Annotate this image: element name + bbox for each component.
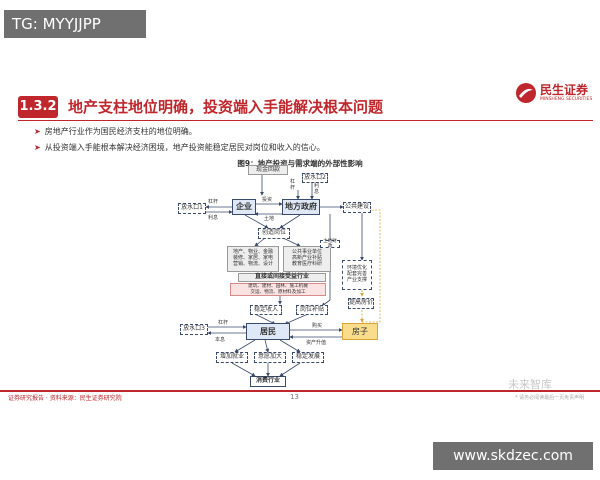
overlay-tg-label: TG: MYYJJPP — [4, 10, 146, 38]
edge-label-interest-v: 利 息 — [314, 183, 320, 195]
node-industry-list: 建筑、建材、园林、施工机械 交运、物流、原材料及加工 — [230, 283, 326, 296]
node-willing-spend: 意愿加大 — [254, 352, 286, 363]
node-consumer-industry: 消费行业 — [250, 376, 286, 387]
edge-label-leverage-3: 杠杆 — [218, 320, 229, 326]
node-leak-3: 放水口3 — [180, 324, 208, 335]
bullet-arrow-icon: ➤ — [34, 127, 41, 136]
node-leak-2: 放水口2 — [302, 173, 328, 183]
edge-label-purchase: 购买 — [312, 323, 323, 329]
edge-label-leverage-v: 杠 杆 — [290, 179, 296, 191]
bullet-text: 房地产行业作为国民经济支柱的地位明确。 — [44, 127, 197, 136]
bullet-text: 从投资端入手能根本解决经济困境，地产投资能稳定居民对岗位和收入的信心。 — [44, 143, 325, 152]
watermark-main: 未来智库 — [508, 378, 552, 391]
node-local-gov: 地方政府 — [282, 199, 320, 215]
page-footer: 证券研究报告 · 资料来源：民生证券研究院 13 — [0, 390, 600, 404]
node-house: 房子 — [342, 323, 378, 340]
edge-label-land: 土地 — [264, 216, 275, 222]
page-number: 13 — [290, 393, 299, 401]
edge-label-leverage-1: 杠杆 — [208, 199, 219, 205]
node-env-opt: 环境优化 配套完善 产业支撑 — [342, 260, 372, 290]
node-fund-return: 现金回款 — [248, 165, 288, 175]
node-job-subsidy: 岗位补贴 — [296, 305, 328, 315]
watermark-sub: * 请务必阅读最后一页免责声明 — [515, 395, 585, 401]
node-residents: 居民 — [246, 323, 290, 340]
edge-label-interest-1: 利息 — [208, 215, 219, 221]
edge-label-invest: 投资 — [262, 197, 273, 203]
footer-divider — [0, 390, 600, 392]
logo-name-en: MINSHENG SECURITIES — [540, 97, 593, 102]
node-public-build: 公共建设 — [343, 202, 371, 213]
edge-label-principal-3: 本息 — [215, 337, 226, 343]
figure-caption: 图9：地产投资与需求端的外部性影响 — [237, 159, 363, 168]
node-add-jobs: 增加就业 — [216, 352, 248, 363]
node-enterprise: 企业 — [232, 199, 256, 215]
logo-name-cn: 民生证券 — [540, 83, 589, 97]
bullet-item: ➤房地产行业作为国民经济支柱的地位明确。 — [34, 126, 197, 137]
node-raise-price: 提高房价 — [348, 298, 374, 309]
node-industries-left: 地产、物业、金融 装修、家居、家电 营销、物流、设计 — [227, 246, 279, 272]
node-stable-income: 稳定收入 — [250, 305, 282, 315]
minsheng-logo: 民生证券 MINSHENG SECURITIES — [515, 80, 595, 108]
bullet-item: ➤从投资端入手能根本解决经济困境，地产投资能稳定居民对岗位和收入的信心。 — [34, 142, 325, 153]
node-stable-growth: 稳定发展 — [292, 352, 324, 363]
title-divider — [18, 120, 593, 121]
page-title: 地产支柱地位明确，投资端入手能解决根本问题 — [68, 98, 384, 116]
overlay-site-label: www.skdzec.com — [433, 442, 593, 470]
node-land-finance: 土地财政 — [320, 239, 340, 249]
node-direct-industry: 直接或间接受益行业 — [238, 273, 326, 282]
footer-source: 证券研究报告 · 资料来源：民生证券研究院 — [8, 395, 122, 402]
edge-label-asset-up: 资产升值 — [306, 340, 327, 346]
section-number: 1.3.2 — [18, 96, 58, 118]
node-create-jobs: 创造岗位 — [258, 228, 290, 239]
node-leak-1: 放水口1 — [178, 203, 206, 214]
node-industries-right: 公共事业单位 高新产业补贴 教育医疗科研 — [283, 246, 331, 272]
logo-mark-icon — [516, 83, 536, 103]
bullet-arrow-icon: ➤ — [34, 143, 41, 152]
